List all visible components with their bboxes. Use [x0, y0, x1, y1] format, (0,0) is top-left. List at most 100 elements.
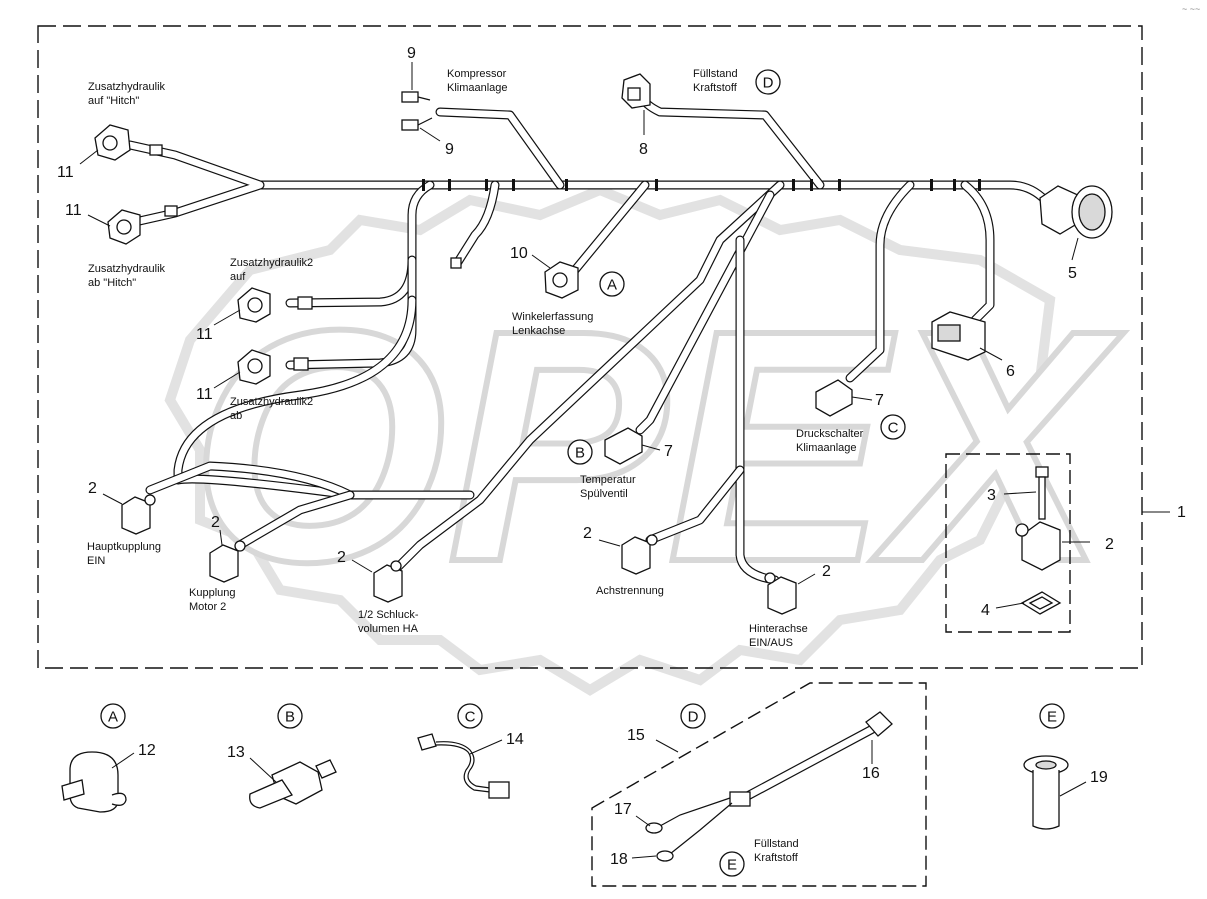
- svg-text:9: 9: [407, 45, 416, 62]
- svg-text:EIN: EIN: [87, 555, 105, 567]
- svg-text:Zusatzhydraulik2: Zusatzhydraulik2: [230, 396, 313, 408]
- connector-8: [621, 73, 651, 109]
- svg-text:18: 18: [610, 851, 628, 868]
- svg-text:1/2 Schluck-: 1/2 Schluck-: [358, 609, 419, 621]
- svg-text:A: A: [607, 277, 617, 294]
- svg-text:9: 9: [445, 141, 454, 158]
- watermark-gear: [164, 184, 1056, 696]
- svg-text:2: 2: [88, 480, 97, 497]
- svg-text:Hauptkupplung: Hauptkupplung: [87, 541, 161, 553]
- circle-b-main: B: [567, 439, 593, 465]
- svg-text:2: 2: [822, 563, 831, 580]
- svg-text:11: 11: [196, 386, 213, 403]
- valve-2-achs: [621, 534, 658, 575]
- labels: Zusatzhydraulik auf "Hitch" Zusatzhydrau…: [87, 68, 864, 864]
- svg-text:Kompressor: Kompressor: [447, 68, 507, 80]
- detail-frame-d: [591, 682, 927, 887]
- valve-2-haupt: [121, 494, 156, 535]
- detail-e: E 19: [1023, 703, 1108, 830]
- svg-text:D: D: [763, 75, 774, 92]
- svg-text:auf "Hitch": auf "Hitch": [88, 95, 139, 107]
- valve-2-schluck: [373, 560, 403, 603]
- svg-text:Motor 2: Motor 2: [189, 601, 226, 613]
- detail-a: A 12: [61, 703, 156, 813]
- svg-text:C: C: [888, 420, 899, 437]
- svg-text:Lenkachse: Lenkachse: [512, 325, 565, 337]
- seal-4: [1020, 591, 1062, 615]
- svg-text:Achstrennung: Achstrennung: [596, 585, 664, 597]
- svg-text:Temperatur: Temperatur: [580, 474, 636, 486]
- corner-mark: ~ ~~: [1182, 4, 1200, 14]
- svg-text:E: E: [727, 857, 737, 874]
- svg-text:6: 6: [1006, 363, 1015, 380]
- svg-text:B: B: [575, 445, 585, 462]
- svg-text:C: C: [465, 709, 476, 726]
- detail-d: D 15 16 17 18 E: [610, 703, 893, 877]
- svg-text:2: 2: [1105, 536, 1114, 553]
- svg-text:Hinterachse: Hinterachse: [749, 623, 808, 635]
- svg-text:D: D: [688, 709, 699, 726]
- connector-7-druck: [815, 379, 853, 417]
- detail-b: B 13: [227, 703, 337, 809]
- connector-7-temp: [604, 427, 643, 465]
- connector-11-zh2-ab: [237, 349, 309, 385]
- svg-text:Kraftstoff: Kraftstoff: [693, 82, 738, 94]
- main-frame: [37, 25, 1143, 669]
- svg-text:Klimaanlage: Klimaanlage: [796, 442, 857, 454]
- svg-text:Kraftstoff: Kraftstoff: [754, 852, 799, 864]
- svg-text:2: 2: [583, 525, 592, 542]
- valve-2-motor: [209, 540, 246, 583]
- circle-a-main: A: [599, 271, 625, 297]
- svg-text:14: 14: [506, 731, 524, 748]
- svg-text:Kupplung: Kupplung: [189, 587, 236, 599]
- svg-text:E: E: [1047, 709, 1057, 726]
- svg-text:11: 11: [57, 164, 74, 181]
- svg-text:19: 19: [1090, 769, 1108, 786]
- valve-2-detail: [1015, 521, 1061, 571]
- svg-text:12: 12: [138, 742, 156, 759]
- svg-text:Zusatzhydraulik: Zusatzhydraulik: [88, 81, 166, 93]
- svg-text:Spülventil: Spülventil: [580, 488, 628, 500]
- valve-2-hinter: [764, 572, 797, 615]
- svg-text:volumen HA: volumen HA: [358, 623, 419, 635]
- connector-5: [1039, 185, 1113, 239]
- svg-text:B: B: [285, 709, 295, 726]
- connector-11-zh2-auf: [237, 287, 313, 323]
- svg-text:16: 16: [862, 765, 880, 782]
- svg-text:ab: ab: [230, 410, 242, 422]
- svg-text:2: 2: [337, 549, 346, 566]
- leaders: [79, 62, 1090, 609]
- svg-text:Winkelerfassung: Winkelerfassung: [512, 311, 593, 323]
- svg-text:2: 2: [211, 514, 220, 531]
- svg-text:ab "Hitch": ab "Hitch": [88, 277, 136, 289]
- svg-text:11: 11: [196, 326, 213, 343]
- svg-text:auf: auf: [230, 271, 246, 283]
- svg-text:13: 13: [227, 744, 245, 761]
- stub-end: [450, 257, 462, 269]
- detail-c: C 14: [417, 703, 524, 799]
- svg-text:Klimaanlage: Klimaanlage: [447, 82, 508, 94]
- connector-9-lower: [401, 117, 433, 131]
- svg-text:3: 3: [987, 487, 996, 504]
- svg-text:Druckschalter: Druckschalter: [796, 428, 864, 440]
- number-1: 1: [1177, 504, 1186, 521]
- svg-text:EIN/AUS: EIN/AUS: [749, 637, 793, 649]
- svg-text:7: 7: [875, 392, 884, 409]
- svg-text:Füllstand: Füllstand: [693, 68, 738, 80]
- svg-text:Zusatzhydraulik2: Zusatzhydraulik2: [230, 257, 313, 269]
- connector-11-hitch-ab: [107, 205, 178, 245]
- svg-text:4: 4: [981, 602, 990, 619]
- circle-c-main: C: [880, 414, 906, 440]
- bolt-3: [1035, 466, 1049, 520]
- svg-text:10: 10: [510, 245, 528, 262]
- connector-9-upper: [401, 91, 431, 103]
- svg-text:A: A: [108, 709, 118, 726]
- svg-text:Zusatzhydraulik: Zusatzhydraulik: [88, 263, 166, 275]
- svg-text:17: 17: [614, 801, 632, 818]
- svg-text:8: 8: [639, 141, 648, 158]
- svg-text:15: 15: [627, 727, 645, 744]
- item-numbers: 11 11 11 11 9 9 10 8 5 6 7 7 2 2 2 2 2 3…: [57, 45, 1114, 619]
- circle-d-main: D: [755, 69, 781, 95]
- svg-text:7: 7: [664, 443, 673, 460]
